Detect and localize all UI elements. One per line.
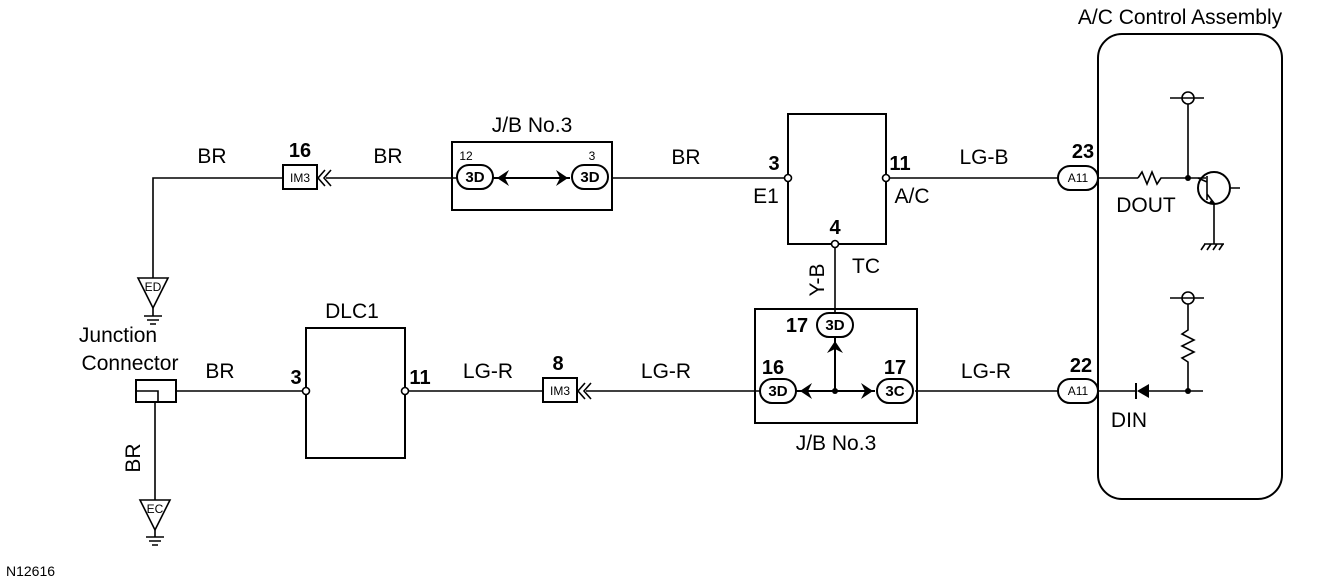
junction-block-bottom: 3D 3D 3C	[754, 308, 918, 424]
jb-bottom-3c: 3C	[885, 383, 904, 400]
dlc1-box	[301, 327, 410, 459]
label-tc: TC	[852, 255, 880, 278]
pin-17-3c: 17	[884, 357, 906, 379]
label-br-2: BR	[373, 145, 402, 168]
im3-bottom-label: IM3	[550, 384, 570, 398]
label-din: DIN	[1111, 409, 1147, 432]
pin-17-top: 17	[786, 315, 808, 337]
connector-a11-top: A11	[1057, 165, 1099, 191]
a11-top-label: A11	[1068, 171, 1089, 185]
label-jb3-bottom: J/B No.3	[796, 432, 877, 455]
label-jb3-top: J/B No.3	[492, 114, 573, 137]
ac-control-assembly	[1097, 33, 1283, 500]
label-y-b: Y-B	[806, 263, 829, 296]
pin-16-top: 16	[289, 140, 311, 162]
im3-top-label: IM3	[290, 171, 310, 185]
label-lg-b: LG-B	[959, 146, 1008, 169]
pin-22: 22	[1070, 355, 1092, 377]
pin-23: 23	[1072, 141, 1094, 163]
figure-id: N12616	[6, 563, 55, 579]
a11-bottom-label: A11	[1068, 384, 1089, 398]
connector-a11-bottom: A11	[1057, 378, 1099, 404]
wire-br-ed	[152, 177, 283, 278]
pin-11-ac: 11	[889, 153, 910, 175]
pin-16-jb: 16	[762, 357, 784, 379]
ecu-box	[783, 113, 891, 249]
pin-11-dlc: 11	[409, 367, 430, 389]
connector-im3-bottom: IM3	[542, 377, 592, 403]
jb-top-3d-left: 3D	[465, 169, 484, 186]
ground-ed: ED	[136, 277, 170, 325]
junction-connector	[135, 379, 177, 403]
jb-bottom-3d-left: 3D	[768, 383, 787, 400]
label-lg-r-3: LG-R	[961, 360, 1011, 383]
label-e1: E1	[753, 185, 779, 208]
label-br-5: BR	[122, 443, 145, 472]
pin-8: 8	[552, 353, 563, 375]
pin-3-e1: 3	[768, 153, 779, 175]
jb-bottom-3d-top: 3D	[825, 317, 844, 334]
label-dlc1: DLC1	[325, 300, 379, 323]
label-br-3: BR	[671, 146, 700, 169]
label-br-1: BR	[197, 145, 226, 168]
connector-im3-top: IM3	[282, 164, 332, 190]
label-br-4: BR	[205, 360, 234, 383]
pin-4-tc: 4	[829, 217, 841, 239]
label-dout: DOUT	[1116, 194, 1176, 217]
assembly-title: A/C Control Assembly	[1078, 6, 1283, 29]
label-lg-r-1: LG-R	[463, 360, 513, 383]
ground-ec: EC	[138, 499, 172, 546]
ground-ec-label: EC	[147, 502, 164, 516]
label-connector: Connector	[82, 352, 179, 375]
label-lg-r-2: LG-R	[641, 360, 691, 383]
label-ac: A/C	[894, 185, 929, 208]
junction-block-top: 3D 3D 12 3	[451, 141, 613, 211]
pin-3-dlc: 3	[290, 367, 301, 389]
label-junction: Junction	[79, 324, 157, 347]
jb-top-pin-12: 12	[459, 149, 473, 163]
jb-top-3d-right: 3D	[580, 169, 599, 186]
ground-ed-label: ED	[145, 280, 162, 294]
jb-top-pin-3: 3	[589, 149, 596, 163]
